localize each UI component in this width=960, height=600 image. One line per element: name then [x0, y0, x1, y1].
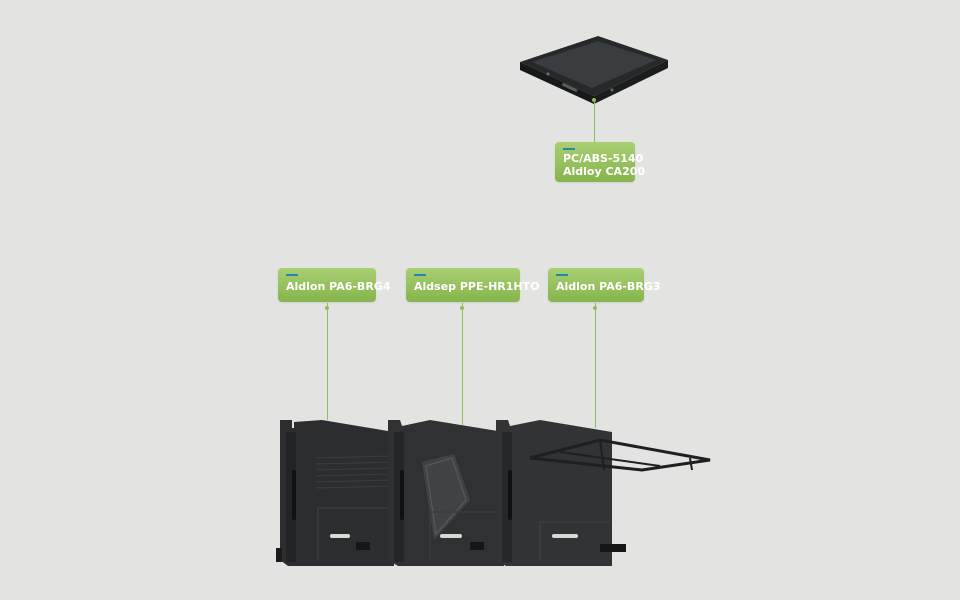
tag-accent-bar [286, 274, 298, 276]
connector-line-middle [462, 303, 463, 425]
case-right-image [496, 420, 711, 566]
connector-dot-top [592, 98, 596, 102]
material-tag-top-line1: PC/ABS-5140 [563, 152, 644, 165]
material-tag-middle: Aldsep PPE-HR1HTO [406, 268, 539, 302]
case-middle-image [388, 420, 504, 566]
tag-accent-bar [556, 274, 568, 276]
drive-bracket-image [520, 36, 668, 104]
case-left-image [276, 420, 394, 566]
connector-dot-middle [460, 306, 464, 310]
connector-line-right [595, 303, 596, 428]
material-tag-middle-label: Aldsep PPE-HR1HTO [414, 280, 540, 293]
material-tag-top-line2: Aldloy CA200 [563, 165, 646, 178]
material-tag-top: PC/ABS-5140 Aldloy CA200 [555, 142, 646, 182]
material-tag-left-label: Aldlon PA6-BRG4 [286, 280, 391, 293]
connector-line-top [594, 100, 595, 144]
material-tag-left: Aldlon PA6-BRG4 [278, 268, 390, 302]
connector-line-left [327, 303, 328, 420]
material-tag-right-label: Aldlon PA6-BRG3 [556, 280, 661, 293]
material-tag-right: Aldlon PA6-BRG3 [548, 268, 660, 302]
tag-accent-bar [414, 274, 426, 276]
connector-dot-left [325, 306, 329, 310]
tag-accent-bar [563, 148, 575, 150]
connector-dot-right [593, 306, 597, 310]
